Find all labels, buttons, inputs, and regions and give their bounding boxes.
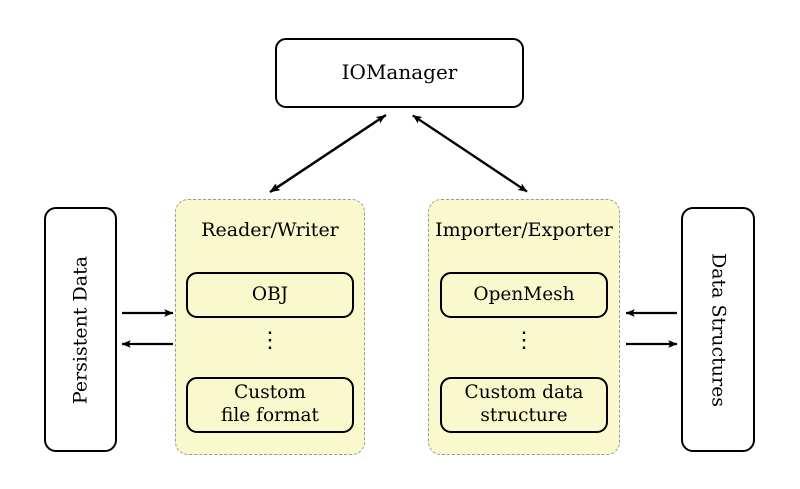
node-io-manager[interactable]: IOManager xyxy=(275,38,524,108)
group-importer-exporter-title: Importer/Exporter xyxy=(435,219,613,241)
node-persistent-data[interactable]: Persistent Data xyxy=(44,207,117,452)
persistent-data-label: Persistent Data xyxy=(69,255,91,404)
data-structures-label: Data Structures xyxy=(707,252,730,407)
node-data-structures[interactable]: Data Structures xyxy=(681,207,755,452)
arrow-manager-importer-exporter xyxy=(412,114,528,193)
node-obj[interactable]: OBJ xyxy=(186,272,354,318)
group-reader-writer-title: Reader/Writer xyxy=(201,219,339,241)
node-openmesh-label: OpenMesh xyxy=(473,283,575,305)
io-manager-label: IOManager xyxy=(341,60,458,85)
node-obj-label: OBJ xyxy=(251,283,289,305)
node-openmesh[interactable]: OpenMesh xyxy=(440,272,608,318)
arrow-manager-reader-writer xyxy=(269,114,387,193)
ellipsis-importer-exporter: ⋮ xyxy=(513,328,535,353)
ellipsis-reader-writer: ⋮ xyxy=(259,328,281,353)
